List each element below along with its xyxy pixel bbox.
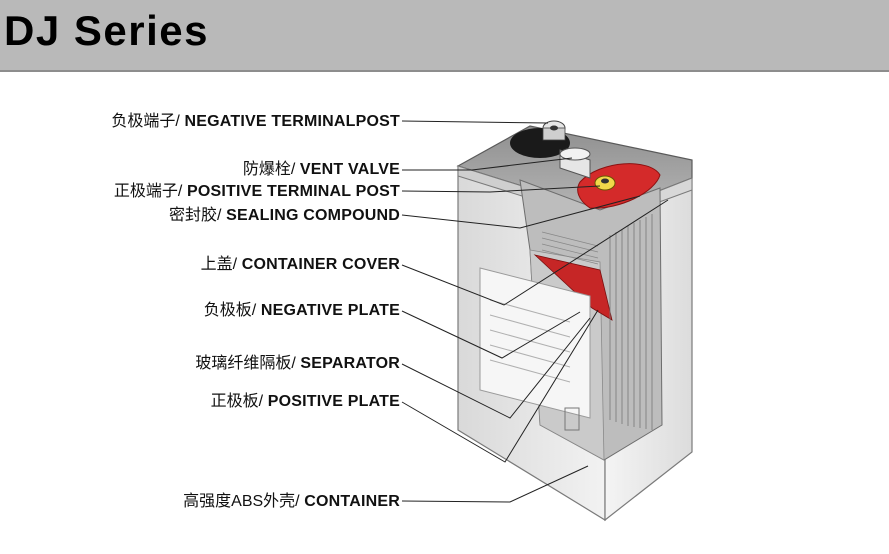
vent-valve-top	[559, 147, 591, 161]
label-cn: 负极板/	[203, 302, 257, 319]
label-container: 高强度ABS外壳/ CONTAINER	[183, 493, 400, 511]
plate-stack-front	[541, 231, 599, 265]
container-label-panel	[479, 267, 591, 419]
label-vent-valve: 防爆栓/ VENT VALVE	[243, 161, 400, 179]
recycle-symbol	[564, 407, 580, 431]
electrode-plates	[609, 214, 653, 430]
label-en: CONTAINER	[299, 493, 400, 510]
label-line	[489, 299, 571, 323]
positive-terminal-hole	[601, 178, 609, 184]
label-cn: 负极端子/	[111, 113, 180, 130]
label-negative-terminal-post: 负极端子/ NEGATIVE TERMINALPOST	[111, 113, 400, 131]
red-strap	[533, 254, 613, 321]
label-cn: 正极端子/	[113, 183, 183, 200]
positive-red-top	[577, 163, 661, 209]
label-container-cover: 上盖/ CONTAINER COVER	[201, 256, 400, 274]
label-cn: 高强度ABS外壳/	[183, 493, 300, 510]
label-positive-plate: 正极板/ POSITIVE PLATE	[211, 393, 400, 411]
label-cn: 密封胶/	[169, 207, 222, 224]
negative-terminal-hole	[550, 125, 558, 131]
leader-vent-valve	[402, 157, 573, 171]
label-en: SEPARATOR	[295, 355, 400, 372]
label-en: POSITIVE TERMINAL POST	[182, 183, 400, 200]
label-en: CONTAINER COVER	[237, 256, 400, 273]
label-separator: 玻璃纤维隔板/ SEPARATOR	[195, 355, 400, 373]
label-sealing-compound: 密封胶/ SEALING COMPOUND	[169, 207, 400, 225]
label-cn: 上盖/	[200, 256, 238, 273]
leader-positive-terminal-post	[401, 185, 601, 193]
leader-sealing-compound	[401, 195, 641, 229]
label-en: POSITIVE PLATE	[263, 393, 400, 410]
leader-separator	[401, 317, 591, 419]
label-cn: 防爆栓/	[242, 161, 296, 178]
label-line	[489, 344, 571, 368]
leader-lines	[401, 120, 669, 503]
label-negative-plate: 负极板/ NEGATIVE PLATE	[204, 302, 400, 320]
leader-negative-terminal-post	[401, 120, 549, 124]
label-en: NEGATIVE TERMINALPOST	[179, 113, 400, 130]
label-line	[489, 314, 571, 338]
label-en: VENT VALVE	[295, 161, 400, 178]
leader-container	[401, 465, 589, 503]
label-cn: 玻璃纤维隔板/	[195, 355, 296, 372]
label-en: SEALING COMPOUND	[221, 207, 400, 224]
label-en: NEGATIVE PLATE	[256, 302, 400, 319]
header-bar: DJ Series	[0, 0, 889, 72]
leader-container-cover	[401, 199, 669, 306]
label-positive-terminal-post: 正极端子/ POSITIVE TERMINAL POST	[114, 183, 400, 201]
leader-positive-plate	[401, 309, 599, 463]
leader-negative-plate	[401, 310, 581, 359]
label-cn: 正极板/	[210, 393, 264, 410]
page-title: DJ Series	[4, 7, 209, 54]
